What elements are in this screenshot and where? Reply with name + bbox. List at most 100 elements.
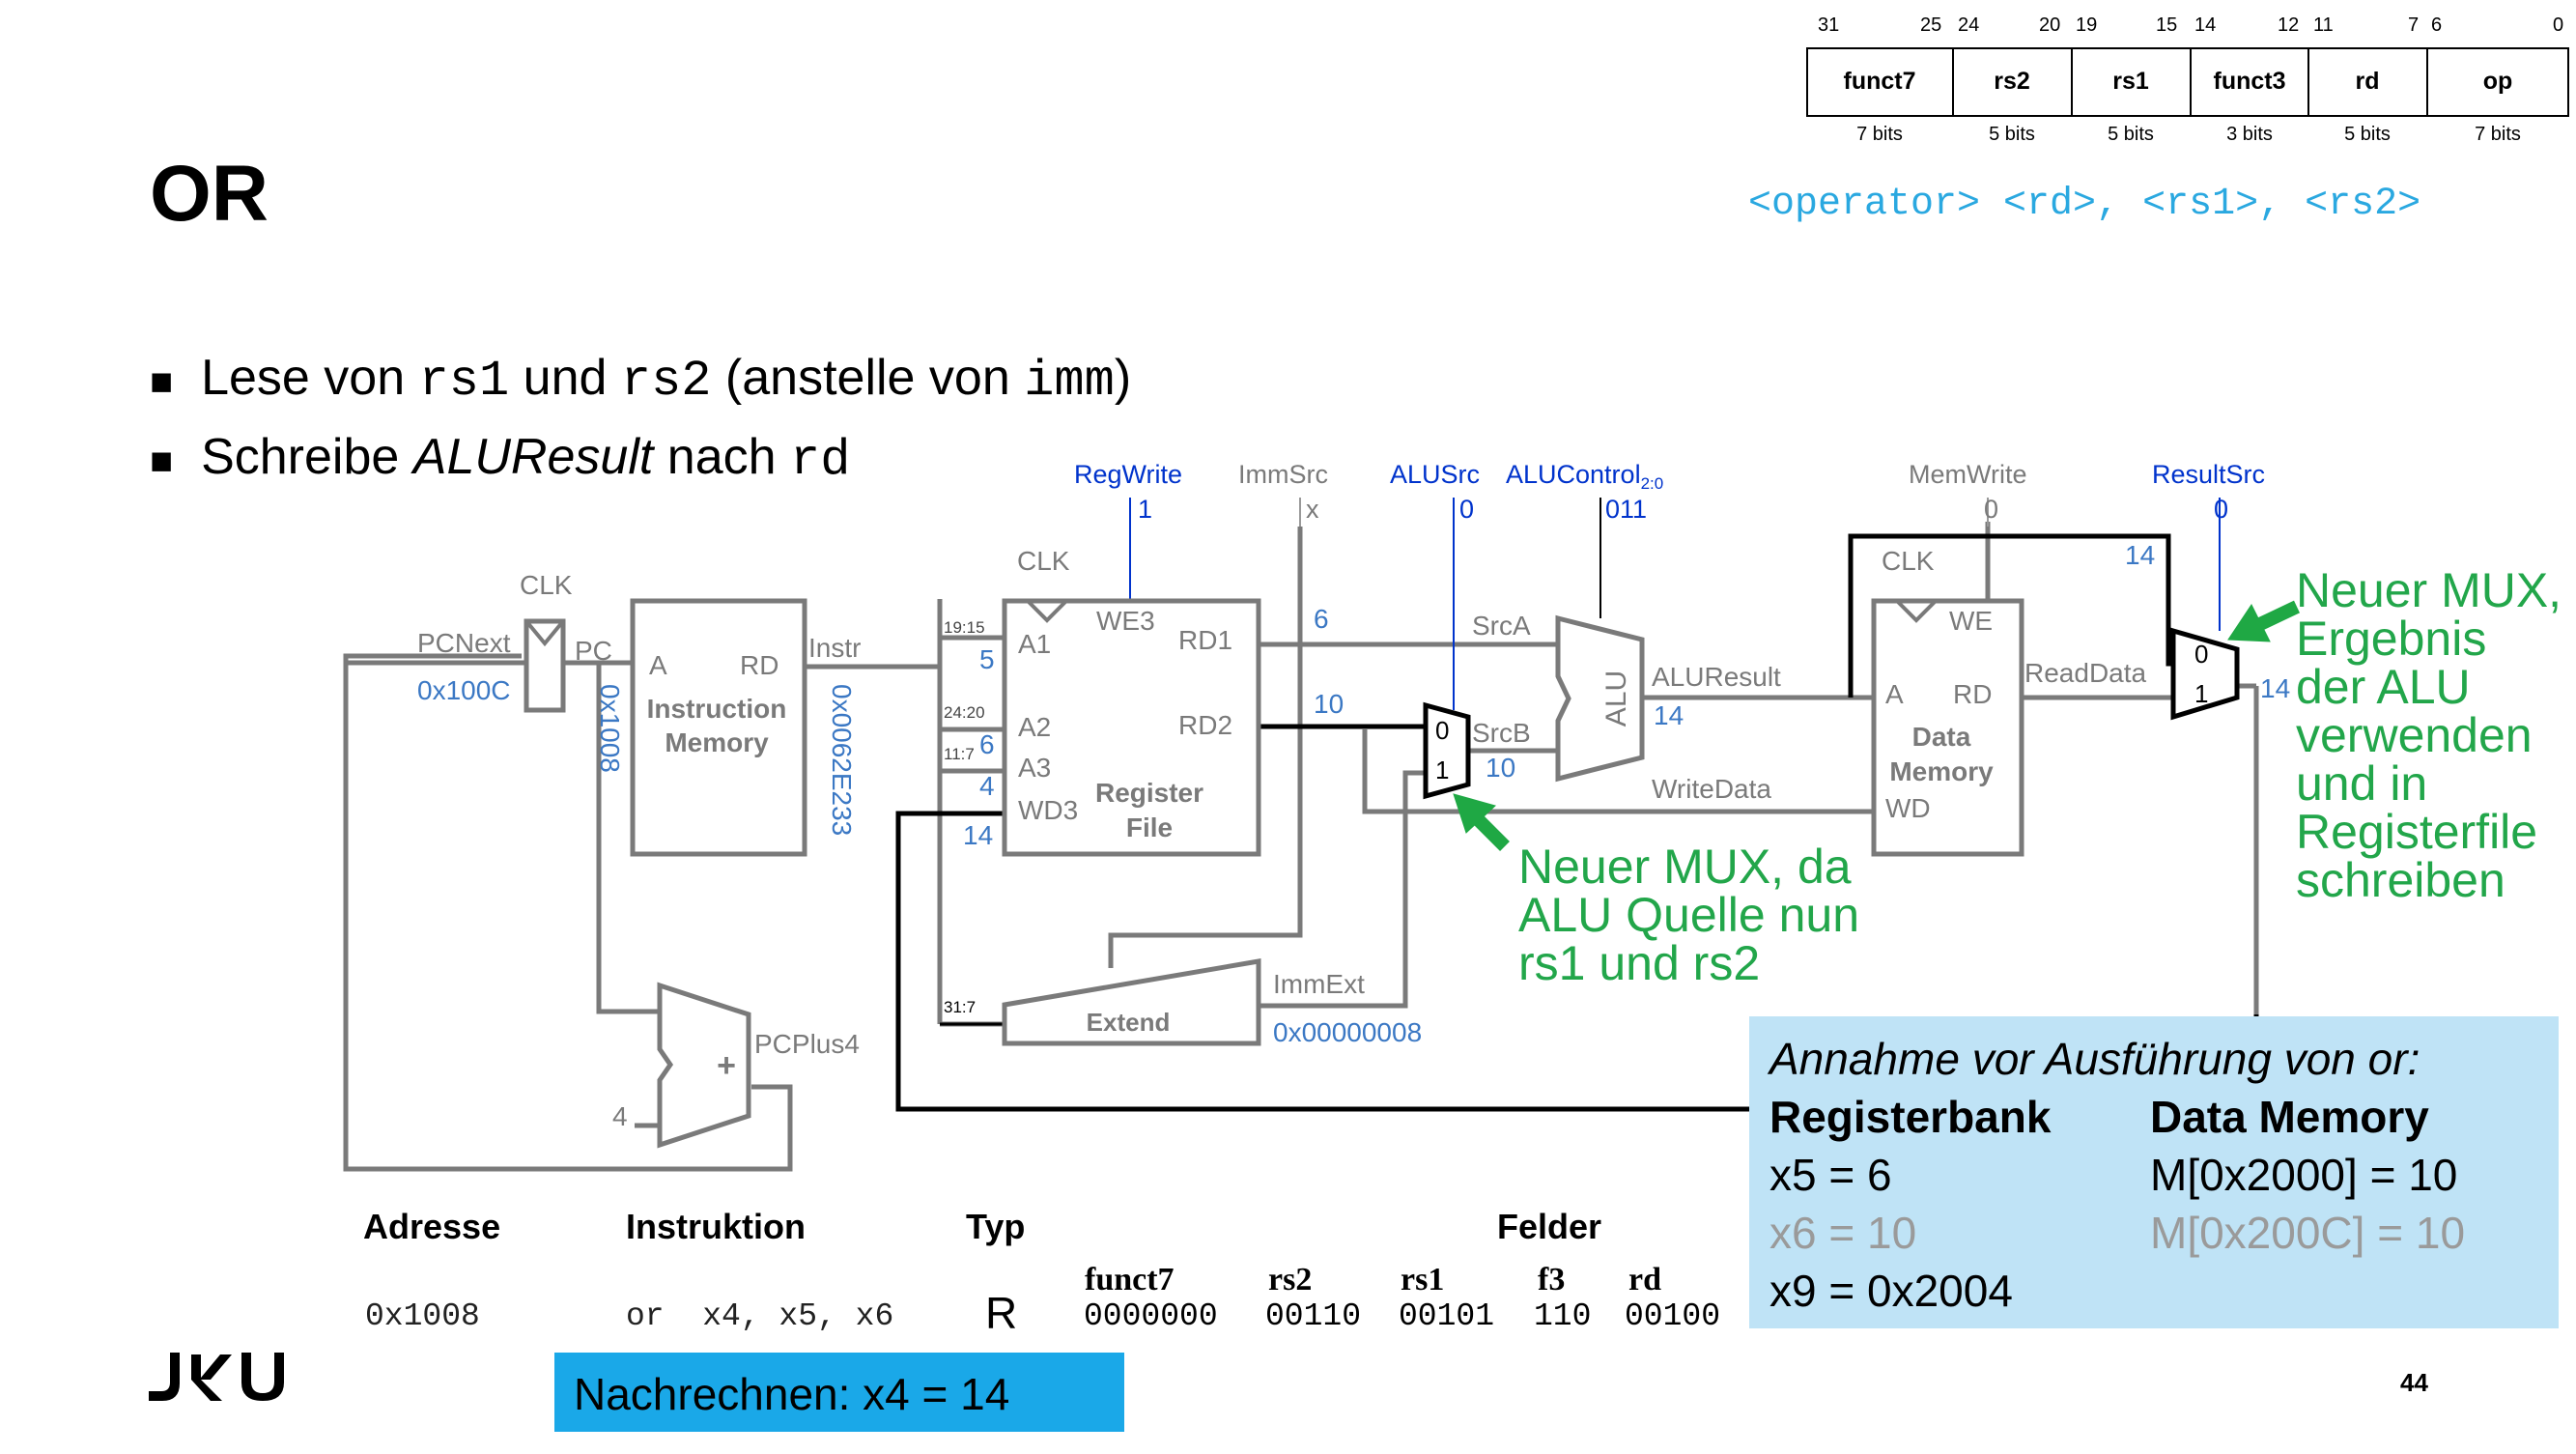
pc-adder [657, 982, 751, 1149]
we-label: WE [1949, 606, 1993, 636]
arrow-result-mux-head-icon [2227, 604, 2271, 642]
immext-label: ImmExt [1273, 969, 1365, 999]
extend-unit [1002, 958, 1261, 1046]
memwrite-value: 0 [1984, 495, 1998, 524]
srcb-label: SrcB [1472, 718, 1531, 748]
aluresult-bypass-wire [1848, 533, 2173, 698]
header-type: Typ [966, 1207, 1026, 1246]
regwrite-value: 1 [1138, 495, 1152, 524]
bit-label: 20 [2039, 14, 2060, 36]
pc-register [524, 618, 566, 713]
wd3-value: 14 [963, 820, 993, 850]
field-funct7: funct7 [1844, 68, 1916, 95]
instruction-memory [630, 598, 807, 857]
row-address: 0x1008 [365, 1298, 480, 1334]
bit-label: 7 [2408, 14, 2419, 36]
bit-label: 0 [2553, 14, 2563, 36]
a3-value: 4 [979, 771, 995, 801]
field-op: op [2483, 68, 2513, 95]
wd-label: WD [1885, 793, 1931, 823]
field-value-rs2: 00110 [1265, 1298, 1362, 1334]
pc-value: 0x1008 [595, 684, 625, 773]
control-lines [1129, 498, 2221, 710]
resultsrc-value: 0 [2214, 495, 2228, 524]
assumption-mem-1: M[0x200C] = 10 [2150, 1208, 2466, 1258]
assumption-reg-0: x5 = 6 [1769, 1150, 1892, 1200]
dmem-a-label: A [1885, 679, 1904, 709]
rd2-value: 10 [1314, 689, 1344, 719]
instr-label: Instr [808, 633, 861, 663]
control-labels: RegWrite ImmSrc ALUSrc ALUControl2:0 Mem… [1074, 460, 2265, 524]
field-value-funct7: 0000000 [1084, 1298, 1218, 1334]
imem-rd-label: RD [740, 650, 778, 680]
mux1-0: 0 [1435, 716, 1449, 745]
note-result-mux: Neuer MUX, Ergebnis der ALU verwenden un… [2296, 563, 2562, 907]
memwrite-label: MemWrite [1909, 460, 2027, 489]
we3-label: WE3 [1096, 606, 1155, 636]
mux-labels: 0 1 0 1 [1435, 640, 2208, 784]
pcplus4-label: PCPlus4 [754, 1029, 860, 1059]
arrow-alu-mux-head-icon [1453, 793, 1496, 834]
adder-plus: + [717, 1047, 736, 1084]
imem-a-label: A [649, 650, 667, 680]
assumption-title: Annahme vor Ausführung von or: [1769, 1034, 2420, 1084]
slice-31-7: 31:7 [944, 998, 976, 1016]
result-mux [2170, 627, 2240, 721]
imem-title-1: Instruction [647, 694, 787, 724]
immsrc-label: ImmSrc [1238, 460, 1328, 489]
bit-label: 31 [1818, 14, 1839, 36]
syntax-line: <operator> <rd>, <rs1>, <rs2> [1748, 183, 2421, 226]
field-width: 7 bits [1856, 124, 1903, 145]
field-name-funct7: funct7 [1085, 1262, 1175, 1297]
mux2-0: 0 [2194, 640, 2208, 669]
field-name-rs2: rs2 [1268, 1262, 1313, 1297]
assumption-mem-header: Data Memory [2150, 1092, 2429, 1142]
arrows [1453, 600, 2300, 851]
rf-clk-label: CLK [1017, 546, 1070, 576]
field-name-f3: f3 [1538, 1262, 1566, 1297]
dmem-title-2: Memory [1889, 756, 1994, 786]
instruction-format: 31 25 24 20 19 15 14 12 11 7 6 0 funct7 … [1806, 14, 2569, 145]
result-value: 14 [2260, 673, 2290, 703]
pcnext-value: 0x100C [417, 675, 511, 705]
assumption-reg-1: x6 = 10 [1769, 1208, 1917, 1258]
bit-label: 12 [2278, 14, 2299, 36]
bit-label: 6 [2431, 14, 2442, 36]
data-memory [1871, 598, 2024, 857]
register-file [1002, 598, 1261, 857]
field-rs2: rs2 [1994, 68, 2030, 95]
bit-label: 11 [2313, 14, 2334, 36]
jku-logo [149, 1353, 284, 1401]
header-address: Adresse [363, 1207, 501, 1246]
bit-label: 19 [2076, 14, 2097, 36]
regwrite-label: RegWrite [1074, 460, 1182, 489]
immsrc-value: x [1306, 495, 1319, 524]
bullet-2: ■ Schreibe ALUResult nach rd [150, 429, 851, 489]
slice-19-15: 19:15 [944, 618, 985, 637]
field-value-rd: 00100 [1625, 1298, 1721, 1334]
page-number: 44 [2400, 1368, 2428, 1397]
page-title: OR [150, 150, 269, 238]
alusrc-value: 0 [1459, 495, 1474, 524]
a2-value: 6 [979, 729, 995, 759]
wires [343, 522, 2259, 1172]
assumption-reg-2: x9 = 0x2004 [1769, 1266, 2013, 1316]
result-box [554, 1353, 1124, 1432]
aluctrl-label: ALUControl2:0 [1506, 460, 1663, 493]
field-width: 7 bits [2475, 124, 2521, 145]
assumption-reg-header: Registerbank [1769, 1092, 2052, 1142]
field-width: 5 bits [1989, 124, 2035, 145]
imem-title-2: Memory [665, 727, 769, 757]
field-rd: rd [2356, 68, 2380, 95]
field-rs1: rs1 [2112, 68, 2149, 95]
bit-slice-labels: 19:15 24:20 11:7 31:7 [944, 618, 985, 1016]
field-value-rs1: 00101 [1399, 1298, 1495, 1334]
bullet-1: ■ Lese von rs1 und rs2 (anstelle von imm… [150, 350, 1132, 410]
a1-label: A1 [1018, 629, 1051, 659]
rd2-label: RD2 [1178, 710, 1232, 740]
bit-label: 15 [2156, 14, 2177, 36]
signal-values: 0x100C 5 6 4 14 6 10 10 14 14 14 0x00000… [417, 540, 2290, 1047]
resultsrc-label: ResultSrc [2152, 460, 2265, 489]
assumption-box [1749, 1016, 2559, 1328]
